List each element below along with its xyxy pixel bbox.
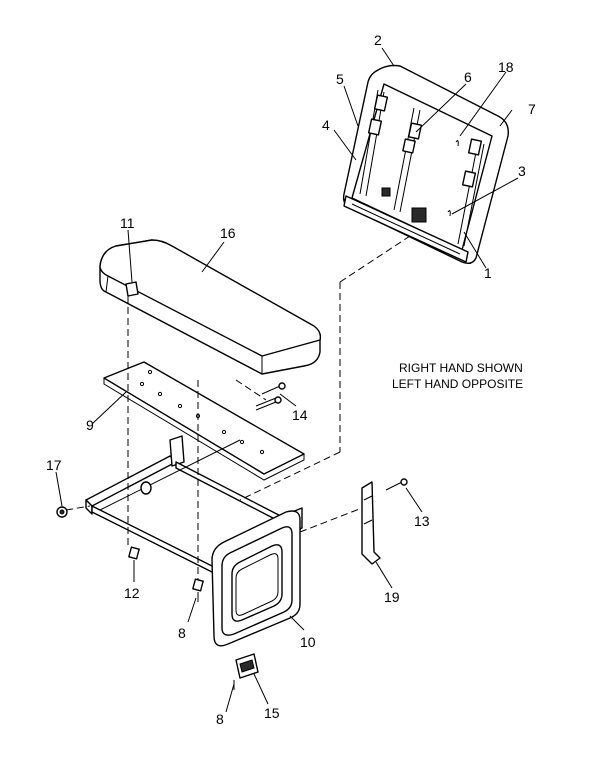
callout-9: 9: [86, 417, 94, 433]
leader-lines: [55, 47, 519, 713]
seat-pan: [103, 361, 305, 481]
seat-back: [342, 64, 509, 265]
callout-11: 11: [120, 215, 135, 231]
callout-1: 1: [484, 265, 492, 281]
callout-5: 5: [336, 71, 344, 87]
hardware: [128, 546, 259, 690]
callout-16: 16: [220, 225, 236, 241]
callout-10: 10: [300, 634, 316, 650]
seat-frame: [56, 435, 303, 577]
callout-19: 19: [384, 589, 400, 605]
callout-18: 18: [498, 59, 514, 75]
callout-15: 15: [264, 705, 280, 721]
callout-6: 6: [464, 69, 472, 85]
callout-14: 14: [292, 407, 308, 423]
callout-3: 3: [518, 163, 526, 179]
seat-cushion: [99, 239, 322, 375]
callout-2: 2: [374, 32, 382, 48]
end-panel: [211, 510, 301, 647]
callouts: 1 2 3 4 5 6 7 8 8 9 10 11 12 13 14 15 16…: [46, 32, 536, 727]
callout-7: 7: [528, 101, 536, 117]
callout-12: 12: [124, 585, 140, 601]
callout-17: 17: [46, 457, 62, 473]
callout-13: 13: [414, 513, 430, 529]
note-line-2: LEFT HAND OPPOSITE: [392, 377, 523, 391]
orientation-note: RIGHT HAND SHOWN LEFT HAND OPPOSITE: [392, 361, 523, 391]
bracket: [361, 478, 408, 565]
callout-8b: 8: [216, 711, 224, 727]
bolts: [255, 382, 286, 411]
callout-4: 4: [322, 117, 330, 133]
callout-8a: 8: [178, 625, 186, 641]
note-line-1: RIGHT HAND SHOWN: [399, 361, 523, 375]
alignment-lines: [65, 235, 411, 580]
